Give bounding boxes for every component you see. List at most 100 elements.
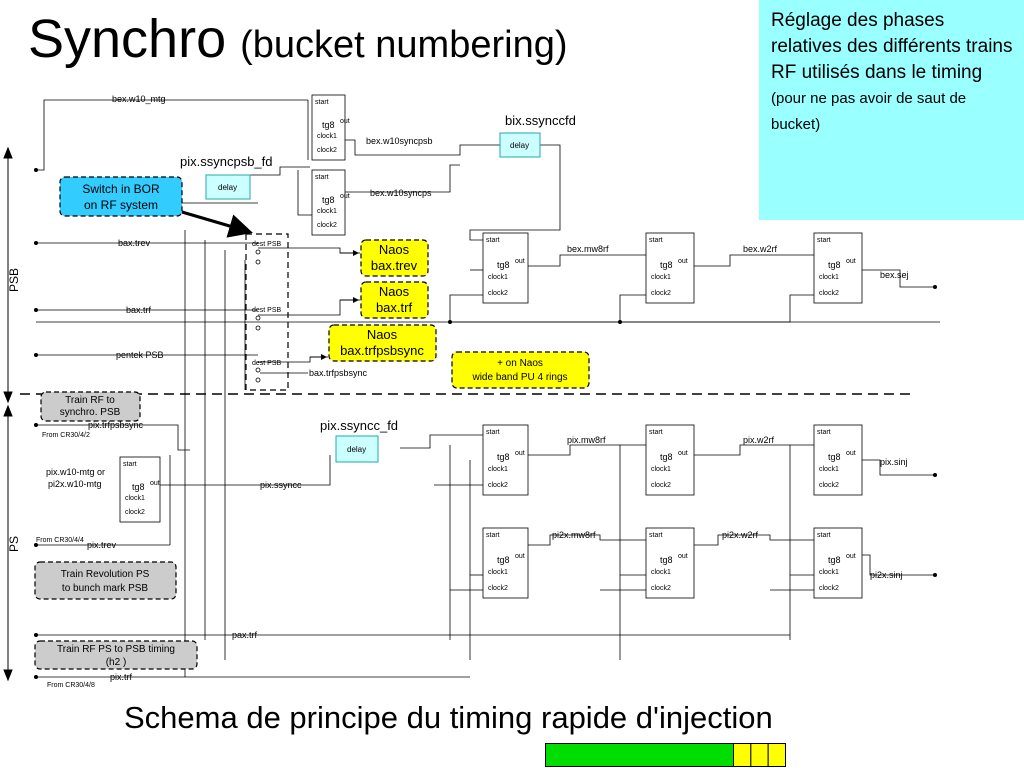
tg8-label: tg8 (660, 555, 673, 565)
signal-bax-trf: bax.trf (126, 305, 152, 315)
tg8-clock2-port: clock2 (488, 290, 508, 297)
progress-segment (767, 743, 786, 767)
tg8-out-port: out (515, 258, 525, 265)
tg8-start-port: start (649, 532, 663, 539)
signal-bex-w2rf: bex.w2rf (743, 244, 778, 254)
train-rf-ps-psb-label: Train RF PS to PSB timing(h2 ) (57, 644, 175, 668)
tg8-clock2-port: clock2 (651, 290, 671, 297)
delay-name-pix-psb: pix.ssyncpsb_fd (180, 154, 273, 169)
train-rf-ps-psb-box (34, 640, 198, 670)
signal-bex-sej: bex.sej (880, 270, 909, 280)
switch-arrow (181, 210, 253, 238)
tg8-clock2-port: clock2 (488, 585, 508, 592)
tg8-frame (482, 527, 529, 599)
tg8-label: tg8 (660, 452, 673, 462)
tg8-out-port: out (846, 553, 856, 560)
dest-psb-switches (255, 249, 261, 383)
tg8-start-port: start (817, 429, 831, 436)
tg8-frame (813, 424, 863, 496)
naos-bax-trfpsbsync-box (328, 324, 437, 362)
tg8-out-port: out (150, 480, 160, 487)
progress-segment (733, 743, 752, 767)
dest-psb-label: dest PSB (252, 241, 282, 248)
signal-bex-w10-mtg: bex.w10_mtg (112, 94, 166, 104)
signal-pi2x-sinj: pi2x.sinj (870, 570, 903, 580)
note-text: Réglage des phases relatives des différe… (771, 10, 1013, 83)
wiring (36, 99, 940, 678)
progress-bar (545, 743, 786, 767)
tg8-start-port: start (817, 532, 831, 539)
tg8-clock2-port: clock2 (651, 585, 671, 592)
tg8-clock1-port: clock1 (819, 274, 839, 281)
from-cr30-4-8: From CR30/4/8 (47, 682, 95, 689)
tg8-start-port: start (486, 429, 500, 436)
tg8-label: tg8 (322, 120, 335, 130)
delay-block-pix-psb (205, 174, 251, 200)
tg8-clock1-port: clock1 (317, 208, 337, 215)
tg8-start-port: start (315, 99, 329, 106)
dest-psb-label: dest PSB (252, 360, 282, 367)
signal-bax-trfpsbsync: bax.trfpsbsync (309, 368, 368, 378)
tg8-frame (645, 424, 695, 496)
ps-section-label: PS (7, 536, 21, 552)
title-sub: (bucket numbering) (240, 24, 568, 66)
tg8-clock1-port: clock1 (819, 466, 839, 473)
tg8-clock1-port: clock1 (651, 569, 671, 576)
tg8-clock2-port: clock2 (819, 482, 839, 489)
tg8-clock1-port: clock1 (488, 569, 508, 576)
progress-fill (545, 743, 734, 767)
tg8-out-port: out (515, 450, 525, 457)
train-rf-synchro-box (40, 391, 141, 422)
delay-label: delay (510, 141, 529, 150)
signal-pi2x-w2rf: pi2x.w2rf (722, 530, 759, 540)
progress-segment (750, 743, 769, 767)
signal-bex-w10syncps: bex.w10syncps (370, 188, 432, 198)
signal-bex-mw8rf: bex.mw8rf (567, 244, 609, 254)
signal-bax-trev: bax.trev (118, 238, 151, 248)
signal-pix-sinj: pix.sinj (880, 457, 908, 467)
signal-pix-mw8rf: pix.mw8rf (567, 435, 606, 445)
tg8-label: tg8 (497, 555, 510, 565)
tg8-out-port: out (340, 118, 350, 125)
delay-block-bix (499, 132, 541, 158)
signal-pix-trfpsbsync: pix.trfpsbsync (88, 420, 144, 430)
note-subtext: (pour ne pas avoir de saut de bucket) (771, 90, 967, 133)
tg8-out-port: out (678, 450, 688, 457)
tg8-label: tg8 (497, 452, 510, 462)
tg8-clock2-port: clock2 (651, 482, 671, 489)
tg8-frame (813, 527, 863, 599)
signal-bex-w10syncpsb: bex.w10syncpsb (366, 136, 433, 146)
on-naos-box (451, 351, 590, 389)
tg8-frame (645, 232, 695, 304)
title-main: Synchro (28, 9, 227, 69)
tg8-frame (119, 456, 161, 523)
tg8-out-port: out (515, 553, 525, 560)
dest-psb-label: dest PSB (252, 307, 282, 314)
tg8-label: tg8 (132, 482, 145, 492)
from-cr30-4-2: From CR30/4/2 (42, 432, 90, 439)
signal-pix-trev: pix.trev (87, 540, 117, 550)
signal-pix-w2rf: pix.w2rf (743, 435, 775, 445)
tg8-clock1-port: clock1 (651, 274, 671, 281)
naos-bax-trf-box (360, 281, 429, 319)
delay-label: delay (347, 445, 366, 454)
psb-section-label: PSB (7, 268, 21, 292)
tg8-clock1-port: clock1 (125, 495, 145, 502)
tg8-start-port: start (486, 237, 500, 244)
tg8-start-port: start (817, 237, 831, 244)
train-rev-ps-box (34, 561, 177, 600)
tg8-label: tg8 (828, 555, 841, 565)
ps-axis (3, 404, 13, 682)
tg8-frame (311, 169, 346, 236)
